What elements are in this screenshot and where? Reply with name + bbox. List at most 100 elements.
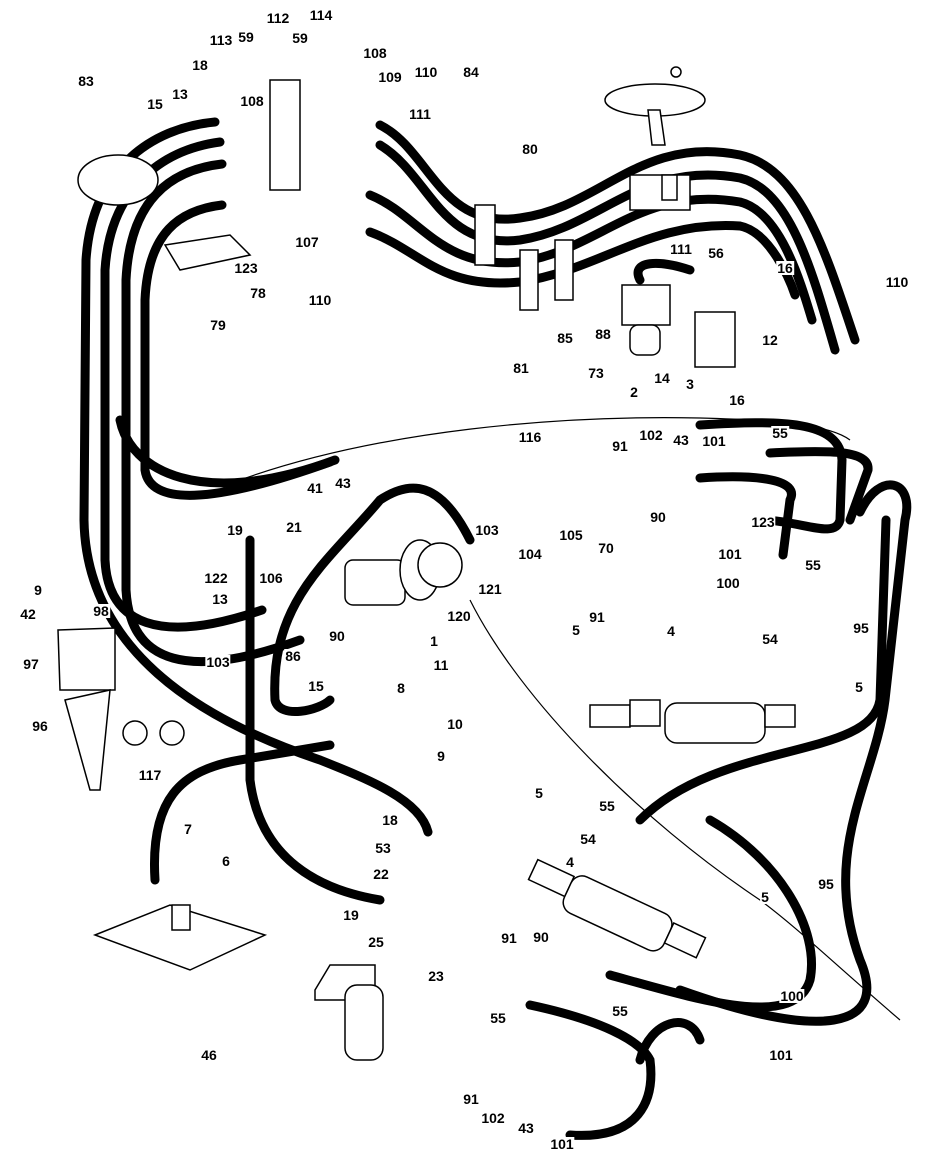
callout-label: 54: [579, 831, 597, 847]
callout-label: 5: [854, 679, 864, 695]
callout-label: 18: [191, 57, 209, 73]
callout-label: 14: [653, 370, 671, 386]
pump-assembly: [344, 539, 463, 606]
callout-label: 83: [77, 73, 95, 89]
callout-label: 5: [534, 785, 544, 801]
steering-wheel-icon: [604, 66, 706, 146]
callout-label: 9: [436, 748, 446, 764]
callout-label: 42: [19, 606, 37, 622]
callout-label: 23: [427, 968, 445, 984]
callout-label: 90: [328, 628, 346, 644]
callout-label: 101: [549, 1136, 575, 1152]
callout-label: 11: [432, 657, 450, 673]
callout-label: 43: [517, 1120, 535, 1136]
hose: [675, 480, 912, 1026]
callout-label: 15: [307, 678, 325, 694]
hose: [605, 815, 816, 1012]
hose: [633, 258, 695, 285]
valve-block: [621, 284, 736, 368]
callout-label: 81: [512, 360, 530, 376]
callout-label: 116: [517, 429, 543, 445]
callout-label: 123: [233, 260, 259, 276]
callout-label: 59: [237, 29, 255, 45]
callout-label: 123: [750, 514, 776, 530]
callout-label: 19: [226, 522, 244, 538]
hose: [525, 1000, 656, 1140]
callout-label: 117: [137, 767, 163, 783]
callout-label: 13: [171, 86, 189, 102]
callout-label: 104: [517, 546, 543, 562]
callout-label: 95: [852, 620, 870, 636]
tank: [77, 154, 159, 206]
callout-label: 6: [221, 853, 231, 869]
callout-label: 91: [462, 1091, 480, 1107]
callout-label: 113: [208, 32, 234, 48]
hose: [245, 535, 385, 905]
callout-label: 120: [446, 608, 472, 624]
callout-label: 16: [776, 260, 794, 276]
callout-label: 90: [532, 929, 550, 945]
callout-label: 95: [817, 876, 835, 892]
callout-label: 110: [307, 292, 333, 308]
callout-label: 90: [649, 509, 667, 525]
callout-label: 103: [474, 522, 500, 538]
hose: [375, 120, 860, 345]
callout-label: 55: [611, 1003, 629, 1019]
callout-label: 3: [685, 376, 695, 392]
callout-label: 8: [396, 680, 406, 696]
callout-label: 121: [477, 581, 503, 597]
callout-label: 2: [629, 384, 639, 400]
callout-label: 101: [768, 1047, 794, 1063]
callout-label: 91: [588, 609, 606, 625]
callout-label: 88: [594, 326, 612, 342]
callout-label: 41: [306, 480, 324, 496]
brackets: [57, 79, 691, 791]
callout-label: 84: [462, 64, 480, 80]
callout-label: 12: [761, 332, 779, 348]
callout-label: 106: [258, 570, 284, 586]
callout-label: 21: [285, 519, 303, 535]
callout-label: 22: [372, 866, 390, 882]
callout-label: 79: [209, 317, 227, 333]
hose: [270, 483, 475, 717]
hose: [115, 415, 340, 488]
callout-label: 43: [334, 475, 352, 491]
callout-label: 5: [571, 622, 581, 638]
callout-label: 80: [521, 141, 539, 157]
callout-label: 55: [771, 425, 789, 441]
callout-label: 108: [239, 93, 265, 109]
hose: [365, 221, 800, 300]
callout-label: 102: [638, 427, 664, 443]
callout-label: 55: [489, 1010, 507, 1026]
callout-label: 7: [183, 821, 193, 837]
callout-label: 111: [669, 241, 693, 257]
filter: [314, 964, 384, 1061]
callout-label: 46: [200, 1047, 218, 1063]
callout-label: 109: [377, 69, 403, 85]
callout-label: 101: [701, 433, 727, 449]
callout-label: 1: [429, 633, 439, 649]
callout-label: 59: [291, 30, 309, 46]
callout-label: 112: [265, 10, 291, 26]
callout-label: 55: [804, 557, 822, 573]
callout-label: 97: [22, 656, 40, 672]
callout-label: 4: [666, 623, 676, 639]
callout-label: 53: [374, 840, 392, 856]
callout-label: 13: [211, 591, 229, 607]
hose: [635, 515, 891, 825]
hose: [375, 140, 840, 355]
callout-label: 10: [446, 716, 464, 732]
callout-label: 15: [146, 96, 164, 112]
callout-label: 102: [480, 1110, 506, 1126]
callout-label: 56: [707, 245, 725, 261]
hose: [695, 472, 796, 560]
hose: [765, 447, 873, 525]
callout-label: 111: [408, 106, 432, 122]
callout-label: 25: [367, 934, 385, 950]
cover-plate: [92, 904, 268, 971]
callout-label: 54: [761, 631, 779, 647]
callout-label: 114: [308, 7, 334, 23]
callout-label: 4: [565, 854, 575, 870]
hose: [695, 418, 847, 534]
callout-label: 101: [717, 546, 743, 562]
